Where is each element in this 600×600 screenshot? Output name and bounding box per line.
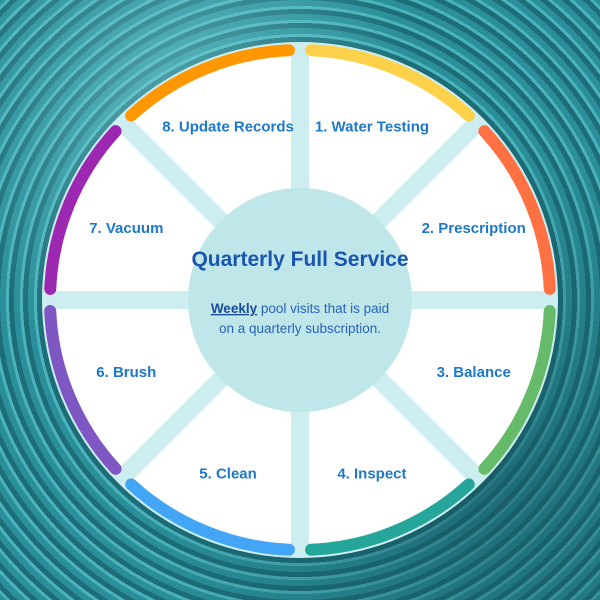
step-color-arc-6: [44, 305, 122, 475]
step-label-8: 8. Update Records: [162, 118, 294, 135]
step-color-arc-3: [478, 305, 556, 475]
step-label-7: 7. Vacuum: [89, 220, 163, 237]
step-color-arc-2: [478, 125, 556, 295]
step-label-1: 1. Water Testing: [315, 118, 429, 135]
step-color-arc-4: [305, 478, 475, 556]
step-label-3: 3. Balance: [437, 364, 511, 381]
subtitle-line-2: on a quarterly subscription.: [219, 321, 381, 336]
step-color-arc-1: [305, 44, 475, 122]
step-color-arc-8: [125, 44, 295, 122]
step-color-arc-5: [125, 478, 295, 556]
subtitle-emphasis: Weekly: [211, 301, 258, 316]
step-label-2: 2. Prescription: [422, 220, 526, 237]
step-label-6: 6. Brush: [96, 364, 156, 381]
step-label-4: 4. Inspect: [337, 466, 406, 483]
diagram-title: Quarterly Full Service: [191, 248, 408, 271]
subtitle-rest: pool visits that is paid: [257, 301, 389, 316]
center-hub: [188, 188, 412, 412]
step-color-arc-7: [44, 125, 122, 295]
subtitle-line-1: Weekly pool visits that is paid: [211, 301, 389, 316]
step-label-5: 5. Clean: [199, 466, 257, 483]
